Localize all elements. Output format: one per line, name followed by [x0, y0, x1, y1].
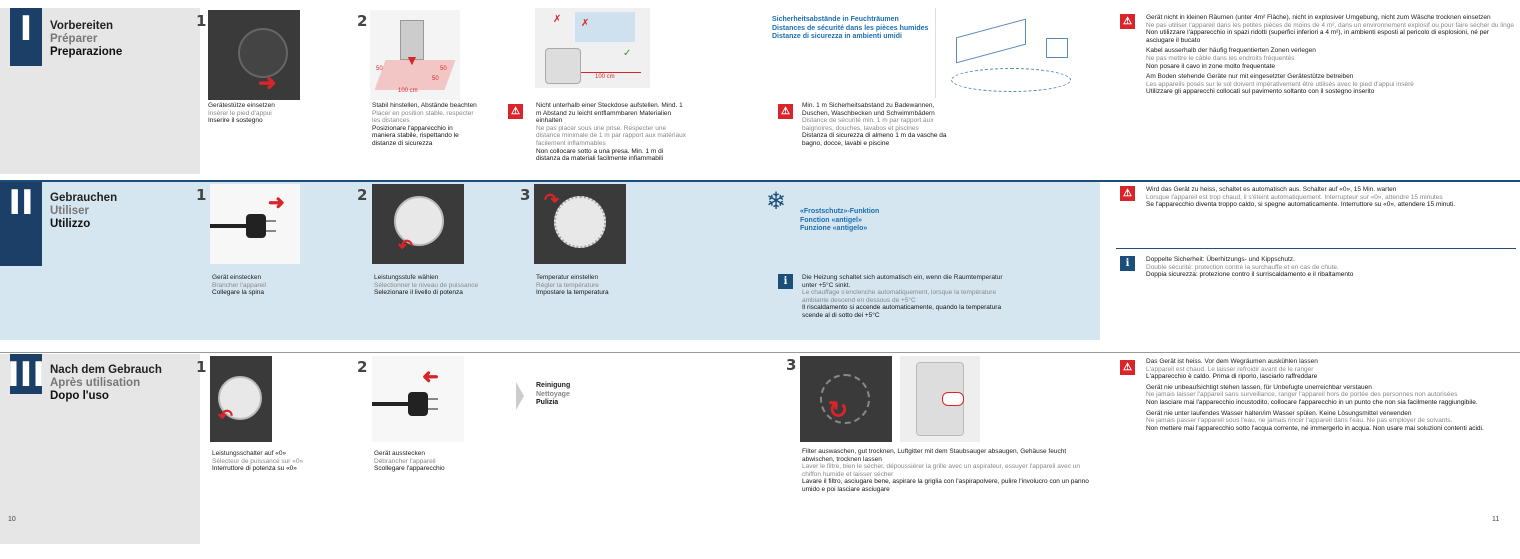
section-number: I: [10, 8, 42, 66]
warning-triangle-icon: ⚠: [778, 104, 793, 119]
section-number: III: [7, 354, 45, 395]
divider: [0, 180, 1520, 182]
chevron-right-icon: [516, 382, 524, 410]
filter-image: ↻: [800, 356, 892, 442]
step-number: 3: [786, 356, 797, 374]
section-number: II: [0, 182, 42, 266]
snowflake-icon: ❄: [766, 188, 787, 215]
section-title: Nach dem Gebrauch Après utilisation Dopo…: [50, 364, 162, 402]
outlet-diagram: ✗ ✗ ✓ 100 cm: [535, 8, 650, 88]
thermostat-knob-image: ↷: [534, 184, 626, 264]
divider: [0, 352, 1520, 353]
divider: [1116, 248, 1516, 249]
overheat-warning: Wird das Gerät zu heiss, schaltet es aut…: [1146, 186, 1456, 209]
cleaning-heading: Reinigung Nettoyage Pulizia: [536, 382, 571, 406]
bathroom-diagram: [935, 8, 1100, 98]
section-use: II Gebrauchen Utiliser Utilizzo 1 ➜ Gerä…: [0, 182, 1520, 340]
warning-triangle-icon: ⚠: [508, 104, 523, 119]
page-number-left: 10: [8, 516, 16, 523]
frost-info: Die Heizung schaltet sich automatisch ei…: [802, 274, 1003, 319]
warning-triangle-icon: ⚠: [1120, 186, 1135, 201]
info-icon: i: [1120, 256, 1135, 271]
step-caption: Temperatur einstellen Régler la températ…: [536, 274, 609, 297]
warning-triangle-icon: ⚠: [1120, 14, 1135, 29]
step-caption: Gerät einstecken Brancher l'appareil Col…: [212, 274, 266, 297]
section-prepare: I Vorbereiten Préparer Preparazione 1 ➜ …: [0, 8, 1520, 174]
step-caption: Stabil hinstellen, Abstände beachten Pla…: [372, 102, 477, 147]
double-safety: Doppelte Sicherheit: Überhitzungs- und K…: [1146, 256, 1354, 279]
placement-diagram: ▼ 50 50 100 cm 50: [370, 10, 460, 100]
page-number-right: 11: [1492, 516, 1500, 523]
power-knob-image: ↶: [372, 184, 464, 264]
step-caption: Gerätestütze einsetzen Insérer le pied d…: [208, 102, 275, 125]
plug-in-image: ➜: [210, 184, 300, 264]
section-title: Vorbereiten Préparer Preparazione: [50, 20, 123, 58]
info-icon: i: [778, 274, 793, 289]
step-number: 1: [196, 186, 207, 204]
step-caption: Gerät ausstecken Débrancher l'appareil S…: [374, 450, 445, 473]
step-caption: Filter auswaschen, gut trocknen, Luftgit…: [802, 448, 1089, 493]
warning-outlet: Nicht unterhalb einer Steckdose aufstell…: [536, 102, 686, 163]
housing-wipe-image: [900, 356, 980, 442]
step-number: 1: [196, 358, 207, 376]
step-number: 2: [357, 358, 368, 376]
frost-function: «Frostschutz»-Funktion Fonction «antigel…: [800, 208, 880, 232]
step-number: 2: [357, 12, 368, 30]
warning-triangle-icon: ⚠: [1120, 360, 1135, 375]
step-caption: Leistungsschalter auf «0» Sélecteur de p…: [212, 450, 304, 473]
warning-bath: Min. 1 m Sicherheitsabstand zu Badewanne…: [802, 102, 947, 147]
step-number: 2: [357, 186, 368, 204]
power-off-knob-image: ↶: [210, 356, 272, 442]
safety-notes: Gerät nicht in kleinen Räumen (unter 4m²…: [1146, 14, 1514, 96]
step-number: 3: [520, 186, 531, 204]
step-caption: Leistungsstufe wählen Sélectionner le ni…: [374, 274, 479, 297]
after-use-notes: Das Gerät ist heiss. Vor dem Wegräumen a…: [1146, 358, 1484, 432]
unplug-image: ➜: [372, 356, 464, 442]
section-after-use: III Nach dem Gebrauch Après utilisation …: [0, 354, 1520, 544]
section-title: Gebrauchen Utiliser Utilizzo: [50, 192, 118, 230]
wet-room-heading: Sicherheitsabstände in Feuchträumen Dist…: [772, 16, 929, 40]
heater-back-image: ➜: [208, 10, 300, 100]
step-number: 1: [196, 12, 207, 30]
